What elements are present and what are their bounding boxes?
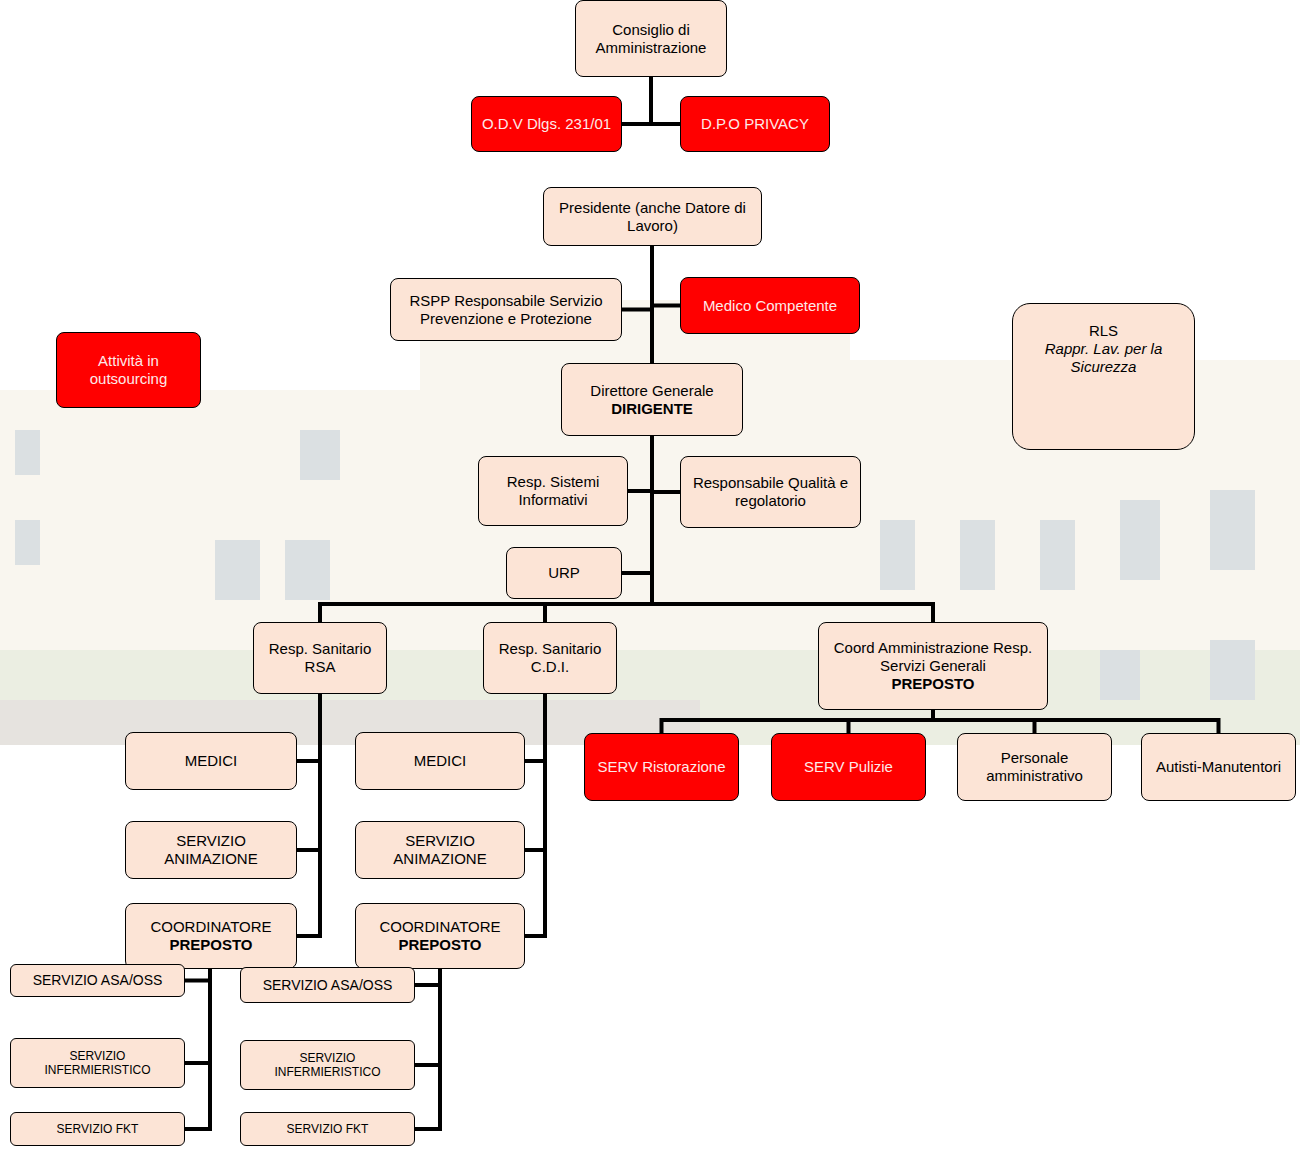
org-box: SERVIZIO ANIMAZIONE: [355, 821, 525, 879]
connector-line: [185, 969, 210, 981]
connector-line: [320, 436, 652, 622]
connector-line: [849, 710, 934, 733]
node-label: PREPOSTO: [891, 675, 974, 693]
org-box: MEDICI: [355, 732, 525, 790]
red-box: O.D.V Dlgs. 231/01: [471, 96, 622, 152]
org-box: COORDINATOREPREPOSTO: [355, 903, 525, 969]
node-label: Attività in outsourcing: [63, 352, 194, 388]
connector-line: [525, 694, 545, 761]
org-box: Responsabile Qualità e regolatorio: [680, 456, 861, 528]
connector-line: [652, 436, 933, 622]
connector-line: [525, 694, 545, 850]
node-label: O.D.V Dlgs. 231/01: [482, 115, 611, 133]
connector-line: [185, 969, 210, 1129]
connector-line: [415, 969, 440, 1065]
org-box: Autisti-Manutentori: [1141, 733, 1296, 801]
node-label: Presidente (anche Datore di Lavoro): [550, 199, 755, 235]
org-box: Resp. Sistemi Informativi: [478, 456, 628, 526]
org-box: URP: [506, 547, 622, 599]
connector-line: [185, 969, 210, 1063]
node-label: SERVIZIO ASA/OSS: [33, 972, 163, 989]
connector-line: [622, 246, 652, 310]
org-box: Coord Amministrazione Resp. Servizi Gene…: [818, 622, 1048, 710]
node-label: RLS: [1089, 322, 1118, 340]
org-box: SERVIZIO INFERMIERISTICO: [240, 1040, 415, 1090]
node-label: SERVIZIO FKT: [287, 1122, 369, 1136]
node-label: COORDINATORE: [150, 918, 271, 936]
node-label: SERV Ristorazione: [597, 758, 725, 776]
org-box: SERVIZIO ASA/OSS: [10, 964, 185, 997]
windows: [15, 430, 1255, 700]
node-label: Resp. Sistemi Informativi: [485, 473, 621, 509]
connector-line: [662, 710, 934, 733]
connector-line: [297, 694, 320, 761]
org-box: Resp. Sanitario RSA: [253, 622, 387, 694]
org-box: Presidente (anche Datore di Lavoro): [543, 187, 762, 246]
node-label: PREPOSTO: [398, 936, 481, 954]
node-label: MEDICI: [414, 752, 467, 770]
node-label: SERV Pulizie: [804, 758, 893, 776]
node-label: SERVIZIO FKT: [57, 1122, 139, 1136]
node-label: RSPP Responsabile Servizio Prevenzione e…: [397, 292, 615, 328]
node-label: Resp. Sanitario C.D.I.: [490, 640, 610, 676]
building-illustration: [0, 300, 1300, 745]
node-label: PREPOSTO: [169, 936, 252, 954]
red-box: SERV Ristorazione: [584, 733, 739, 801]
org-box: MEDICI: [125, 732, 297, 790]
org-box: COORDINATOREPREPOSTO: [125, 903, 297, 969]
node-label: MEDICI: [185, 752, 238, 770]
node-label: SERVIZIO ASA/OSS: [263, 977, 393, 994]
red-box: SERV Pulizie: [771, 733, 926, 801]
org-box: SERVIZIO ANIMAZIONE: [125, 821, 297, 879]
connector-line: [415, 969, 440, 985]
building-wall: [0, 300, 1300, 745]
node-label: D.P.O PRIVACY: [701, 115, 809, 133]
org-box: SERVIZIO FKT: [240, 1112, 415, 1146]
connector-line: [622, 77, 651, 124]
org-box: Direttore GeneraleDIRIGENTE: [561, 363, 743, 436]
node-label: SERVIZIO ANIMAZIONE: [362, 832, 518, 868]
node-label: SERVIZIO INFERMIERISTICO: [247, 1051, 408, 1080]
node-label: Rappr. Lav. per la Sicurezza: [1019, 340, 1188, 376]
node-label: URP: [548, 564, 580, 582]
connector-line: [297, 694, 320, 936]
node-label: Consiglio di Amministrazione: [582, 21, 720, 57]
node-label: COORDINATORE: [379, 918, 500, 936]
connector-line: [628, 436, 652, 491]
node-label: Medico Competente: [703, 297, 837, 315]
node-label: DIRIGENTE: [611, 400, 693, 418]
node-label: Direttore Generale: [590, 382, 713, 400]
red-box: D.P.O PRIVACY: [680, 96, 830, 152]
connector-line: [933, 710, 1219, 733]
org-box: SERVIZIO ASA/OSS: [240, 967, 415, 1003]
node-label: Personale amministrativo: [964, 749, 1105, 785]
org-box: SERVIZIO FKT: [10, 1112, 185, 1146]
red-box: Medico Competente: [680, 277, 860, 334]
org-box: Personale amministrativo: [957, 733, 1112, 801]
node-label: Responsabile Qualità e regolatorio: [687, 474, 854, 510]
node-label: SERVIZIO ANIMAZIONE: [132, 832, 290, 868]
node-label: Resp. Sanitario RSA: [260, 640, 380, 676]
org-box: RSPP Responsabile Servizio Prevenzione e…: [390, 278, 622, 341]
org-box: Consiglio di Amministrazione: [575, 0, 727, 77]
org-box: Resp. Sanitario C.D.I.: [483, 622, 617, 694]
node-label: Coord Amministrazione Resp. Servizi Gene…: [825, 639, 1041, 675]
connector-line: [652, 246, 680, 306]
connector-line: [651, 77, 680, 124]
connector-line: [525, 694, 545, 936]
lawn: [0, 650, 1300, 745]
red-box: Attività in outsourcing: [56, 332, 201, 408]
node-label: Autisti-Manutentori: [1156, 758, 1281, 776]
connector-line: [650, 246, 654, 363]
org-box: RLSRappr. Lav. per la Sicurezza: [1012, 303, 1195, 450]
connector-line: [415, 969, 440, 1129]
connector-line: [652, 436, 680, 492]
node-label: SERVIZIO INFERMIERISTICO: [17, 1049, 178, 1078]
connector-line: [297, 694, 320, 850]
org-box: SERVIZIO INFERMIERISTICO: [10, 1038, 185, 1088]
